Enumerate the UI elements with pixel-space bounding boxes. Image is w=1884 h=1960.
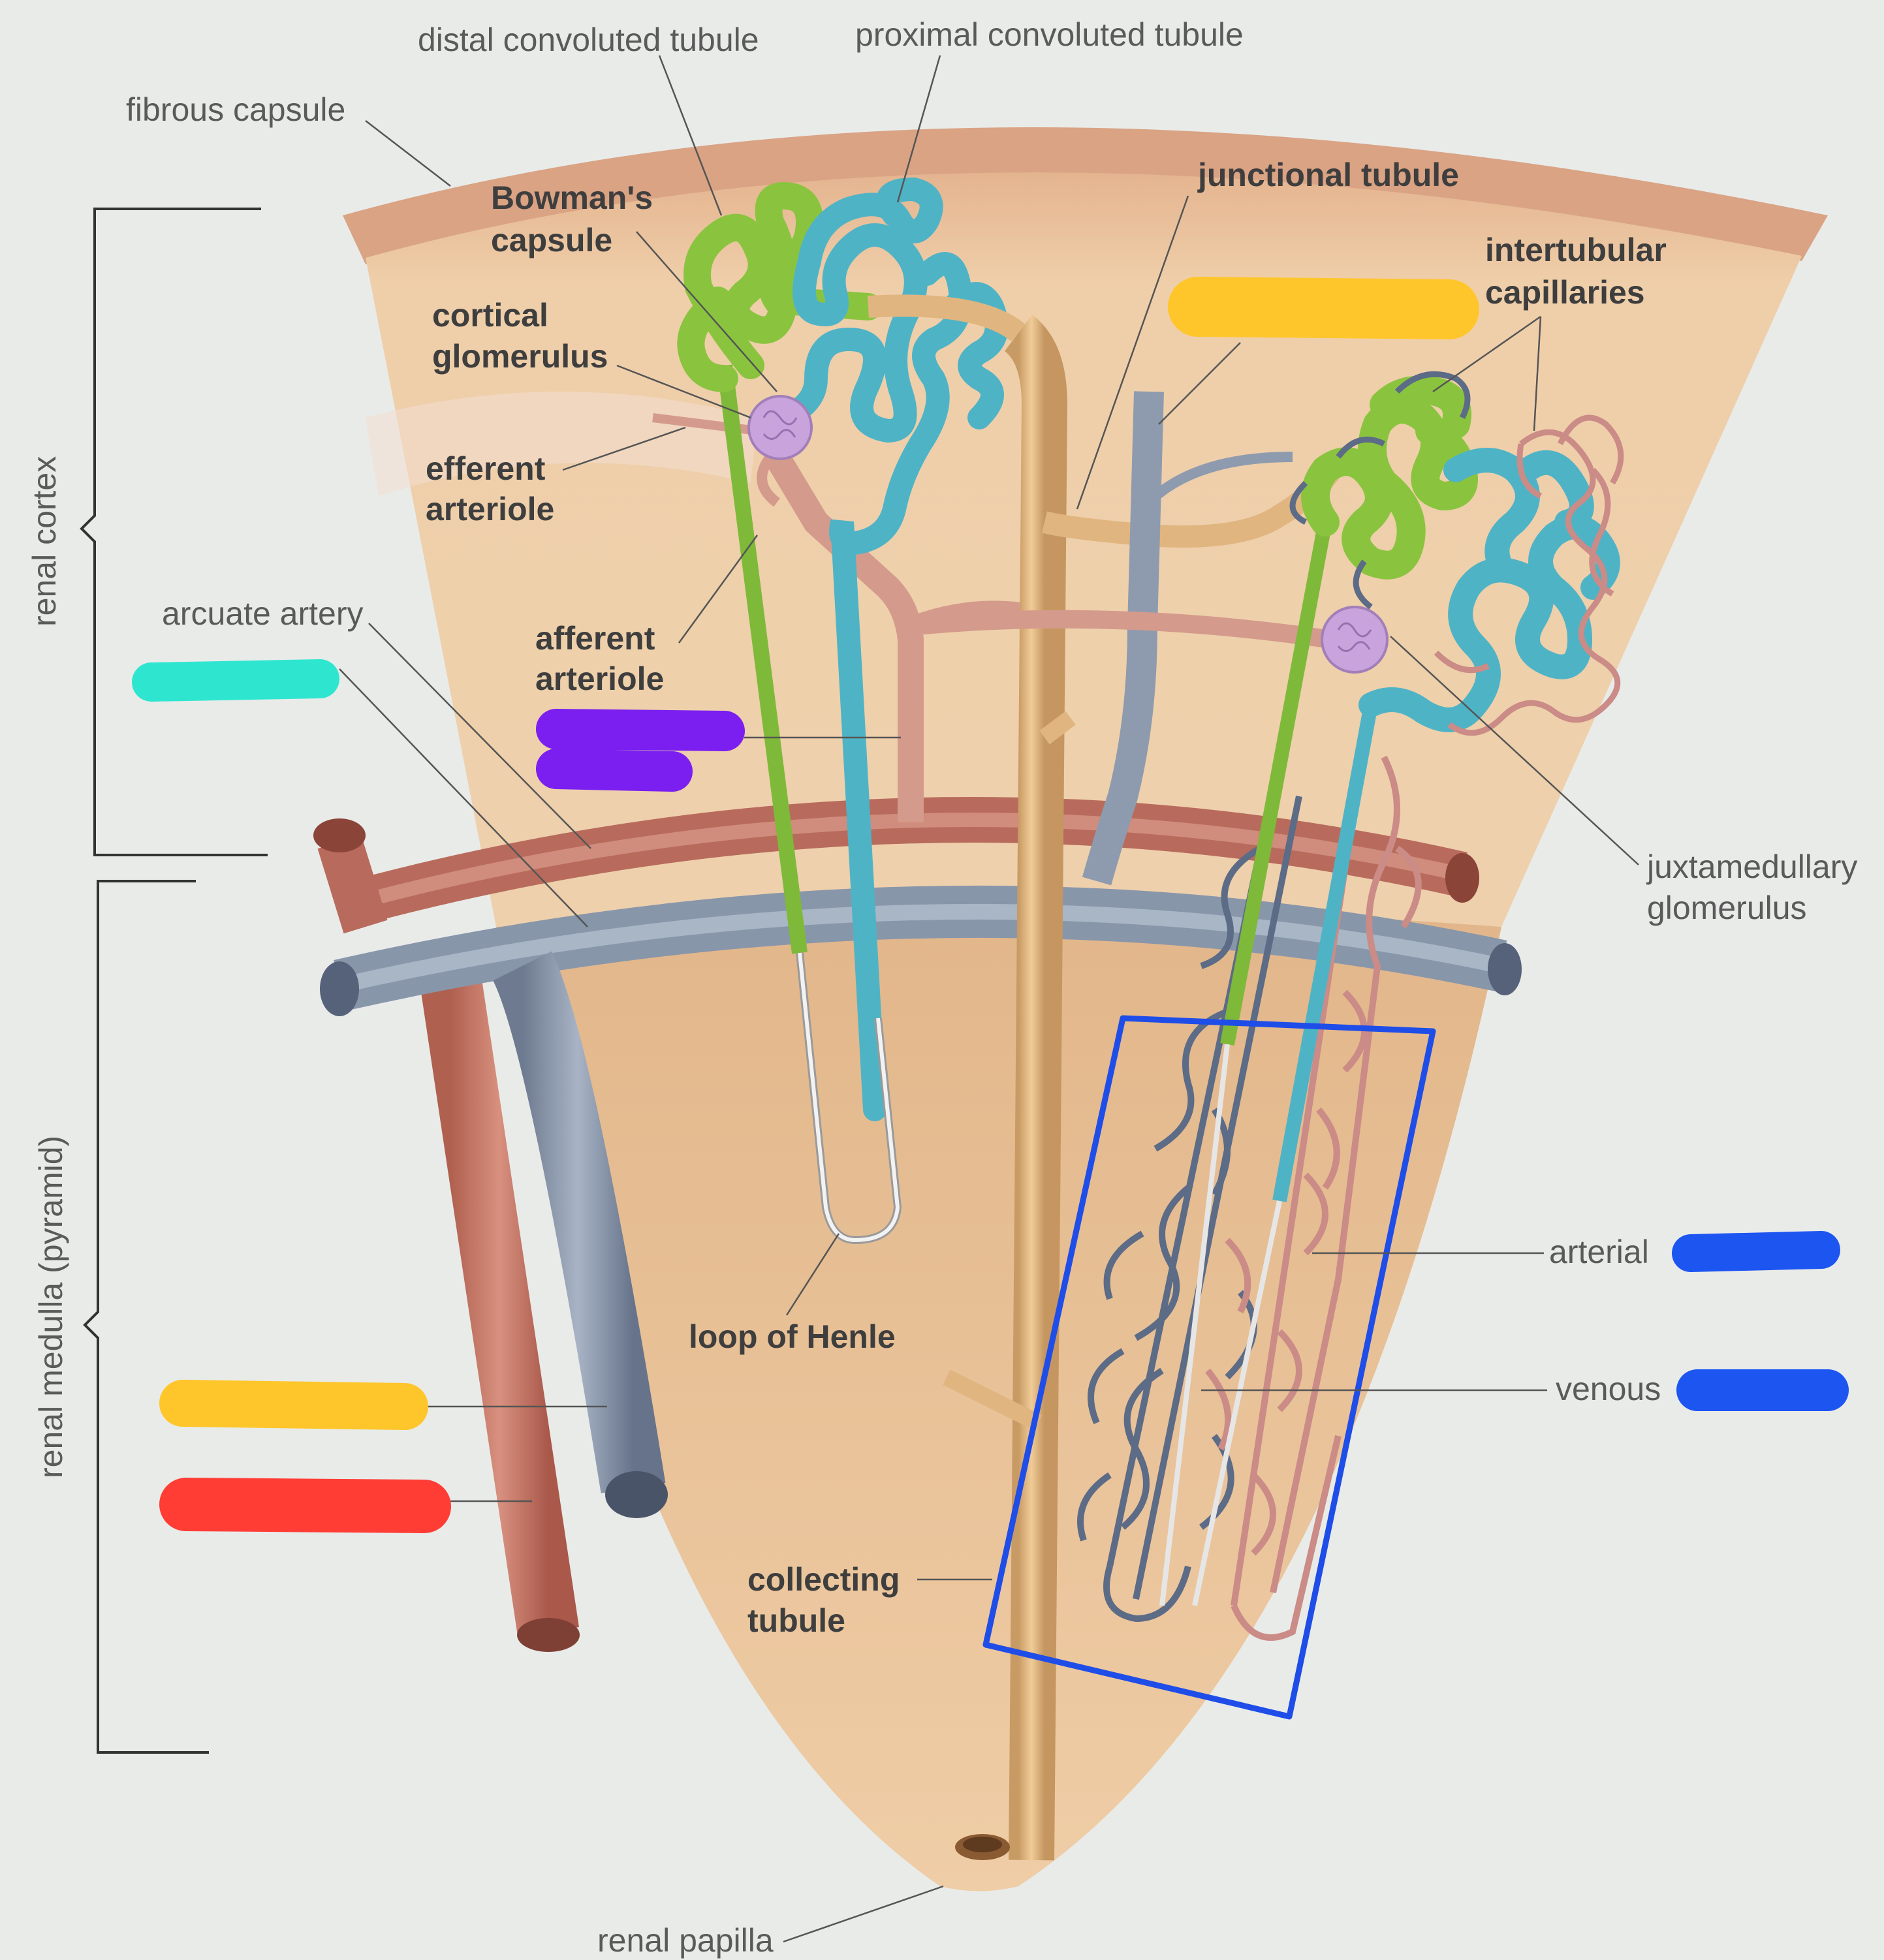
label-efferent-arteriole-1: efferent bbox=[426, 450, 546, 487]
label-fibrous-capsule: fibrous capsule bbox=[126, 91, 345, 128]
label-afferent-arteriole-2: arteriole bbox=[535, 661, 664, 697]
collecting-duct-main bbox=[1003, 315, 1068, 1861]
region-brackets bbox=[80, 208, 268, 1754]
label-distal-convoluted-tubule: distal convoluted tubule bbox=[418, 22, 759, 58]
label-arcuate-artery: arcuate artery bbox=[162, 595, 363, 632]
label-proximal-convoluted-tubule: proximal convoluted tubule bbox=[855, 16, 1244, 53]
interlobular-artery bbox=[765, 450, 924, 822]
intertubular-capillary-network bbox=[1289, 371, 1624, 736]
highlighter-marks bbox=[132, 277, 1849, 1533]
interlobular-vein bbox=[1082, 391, 1164, 886]
label-cortical-glomerulus-1: cortical bbox=[432, 297, 548, 334]
label-juxtamedullary-glomerulus-2: glomerulus bbox=[1647, 890, 1807, 926]
highlight-box bbox=[982, 1015, 1436, 1720]
label-intertubular-capillaries-1: intertubular bbox=[1485, 232, 1667, 268]
juxtamedullary-distal-limb bbox=[1220, 520, 1332, 1046]
label-renal-medulla: renal medulla (pyramid) bbox=[33, 1136, 69, 1478]
renal-cortex-bracket bbox=[80, 208, 268, 856]
juxtamedullary-distal-convolution bbox=[1301, 395, 1478, 580]
interlobar-artery-vessel bbox=[420, 974, 579, 1637]
label-collecting-tubule-1: collecting bbox=[747, 1561, 900, 1598]
renal-medulla-bracket bbox=[83, 880, 209, 1754]
cortical-nephron bbox=[652, 177, 1047, 1245]
label-juxtamedullary-glomerulus-1: juxtamedullary bbox=[1646, 848, 1857, 885]
label-renal-cortex: renal cortex bbox=[26, 456, 63, 627]
mark-yellow-top bbox=[1168, 277, 1479, 339]
leader-lines bbox=[339, 55, 1639, 1943]
juxtamedullary-glomerulus-ball bbox=[1321, 606, 1389, 674]
label-renal-papilla: renal papilla bbox=[597, 1922, 774, 1959]
labels: distal convoluted tubule proximal convol… bbox=[26, 16, 1857, 1959]
mark-yellow-bottom bbox=[159, 1380, 428, 1430]
label-afferent-arteriole-1: afferent bbox=[535, 620, 655, 657]
label-loop-of-henle: loop of Henle bbox=[689, 1318, 896, 1355]
cortical-glomerulus-ball bbox=[747, 395, 813, 460]
juxtamedullary-proximal-convolution bbox=[1358, 448, 1620, 732]
label-intertubular-capillaries-2: capillaries bbox=[1485, 274, 1645, 311]
fibrous-capsule-band bbox=[343, 127, 1828, 264]
interlobar-vein-vessel bbox=[492, 951, 666, 1493]
label-junctional-tubule: junctional tubule bbox=[1197, 157, 1459, 193]
label-efferent-arteriole-2: arteriole bbox=[426, 491, 554, 527]
label-cortical-glomerulus-2: glomerulus bbox=[432, 338, 608, 375]
juxtamedullary-nephron bbox=[909, 371, 1624, 1641]
mark-blue-arterial bbox=[1672, 1231, 1840, 1272]
juxtamedullary-proximal-limb bbox=[1272, 704, 1378, 1202]
label-arterial: arterial bbox=[1549, 1234, 1649, 1270]
cortical-distal-convolution bbox=[683, 181, 882, 379]
mark-cyan bbox=[132, 659, 339, 702]
mark-red bbox=[159, 1478, 451, 1533]
label-venous: venous bbox=[1556, 1371, 1661, 1407]
label-bowmans-capsule-2: capsule bbox=[491, 222, 612, 258]
cortical-distal-limb bbox=[717, 364, 808, 954]
label-collecting-tubule-2: tubule bbox=[747, 1602, 845, 1639]
mark-purple bbox=[536, 709, 745, 792]
label-bowmans-capsule-1: Bowman's bbox=[491, 179, 653, 216]
